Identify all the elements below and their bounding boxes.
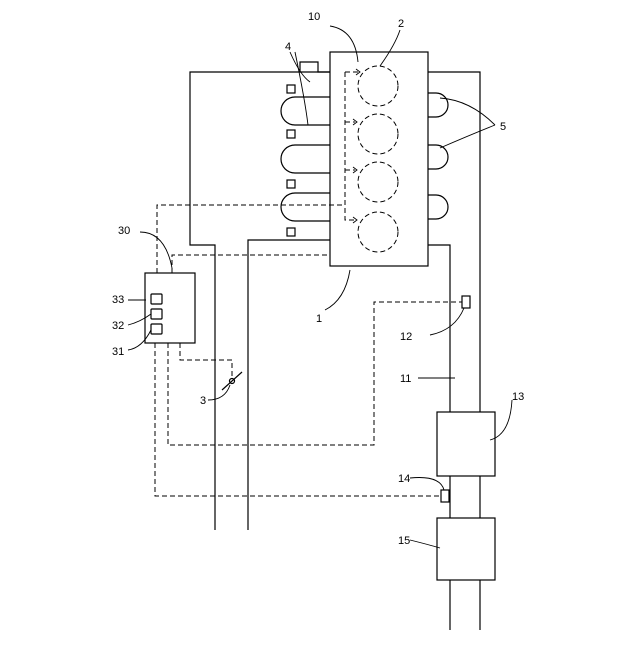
ecu-block-31	[151, 324, 162, 334]
intake-outer-line	[190, 62, 330, 530]
intake-manifold	[190, 62, 330, 530]
signal-ecu-throttle	[180, 343, 232, 378]
signal-ecu-intake	[172, 255, 330, 273]
label-32: 32	[112, 320, 124, 332]
label-10: 10	[308, 11, 320, 23]
leader-4b	[295, 52, 308, 125]
intake-runner-2	[281, 145, 330, 173]
label-5: 5	[500, 121, 506, 133]
label-14: 14	[398, 473, 410, 485]
label-11: 11	[400, 373, 411, 385]
leader-30	[140, 232, 172, 268]
signal-ecu-sensor12	[168, 302, 462, 445]
label-2: 2	[398, 18, 404, 30]
leader-15	[410, 540, 440, 548]
intake-mark-1	[287, 85, 295, 93]
label-31: 31	[112, 346, 124, 358]
intake-mark-3	[287, 180, 295, 188]
sensor-upstream	[462, 296, 470, 308]
label-1: 1	[316, 313, 322, 325]
intake-mark-2	[287, 130, 295, 138]
ecu-block-32	[151, 309, 162, 319]
leader-14	[410, 478, 444, 491]
label-3: 3	[200, 395, 206, 407]
leader-3	[208, 385, 230, 400]
signal-ecu-injector	[157, 205, 345, 273]
label-15: 15	[398, 535, 410, 547]
intake-mark-4	[287, 228, 295, 236]
intake-runner-3	[281, 193, 330, 221]
label-30: 30	[118, 225, 130, 237]
label-4: 4	[285, 41, 291, 53]
sensor-downstream	[441, 490, 449, 502]
leader-5b	[440, 125, 495, 148]
catalyst-upstream	[437, 412, 495, 476]
label-12: 12	[400, 331, 412, 343]
ecu-block-33	[151, 294, 162, 304]
exhaust-runner-3	[428, 195, 448, 219]
intake-inner-line	[248, 240, 330, 530]
label-33: 33	[112, 294, 124, 306]
exhaust-runner-1	[428, 93, 448, 117]
catalyst-downstream	[437, 518, 495, 580]
exhaust-runner-2	[428, 145, 448, 169]
label-13: 13	[512, 391, 524, 403]
intake-runner-1	[281, 97, 330, 125]
leader-1	[325, 270, 350, 310]
leader-12	[430, 308, 464, 335]
